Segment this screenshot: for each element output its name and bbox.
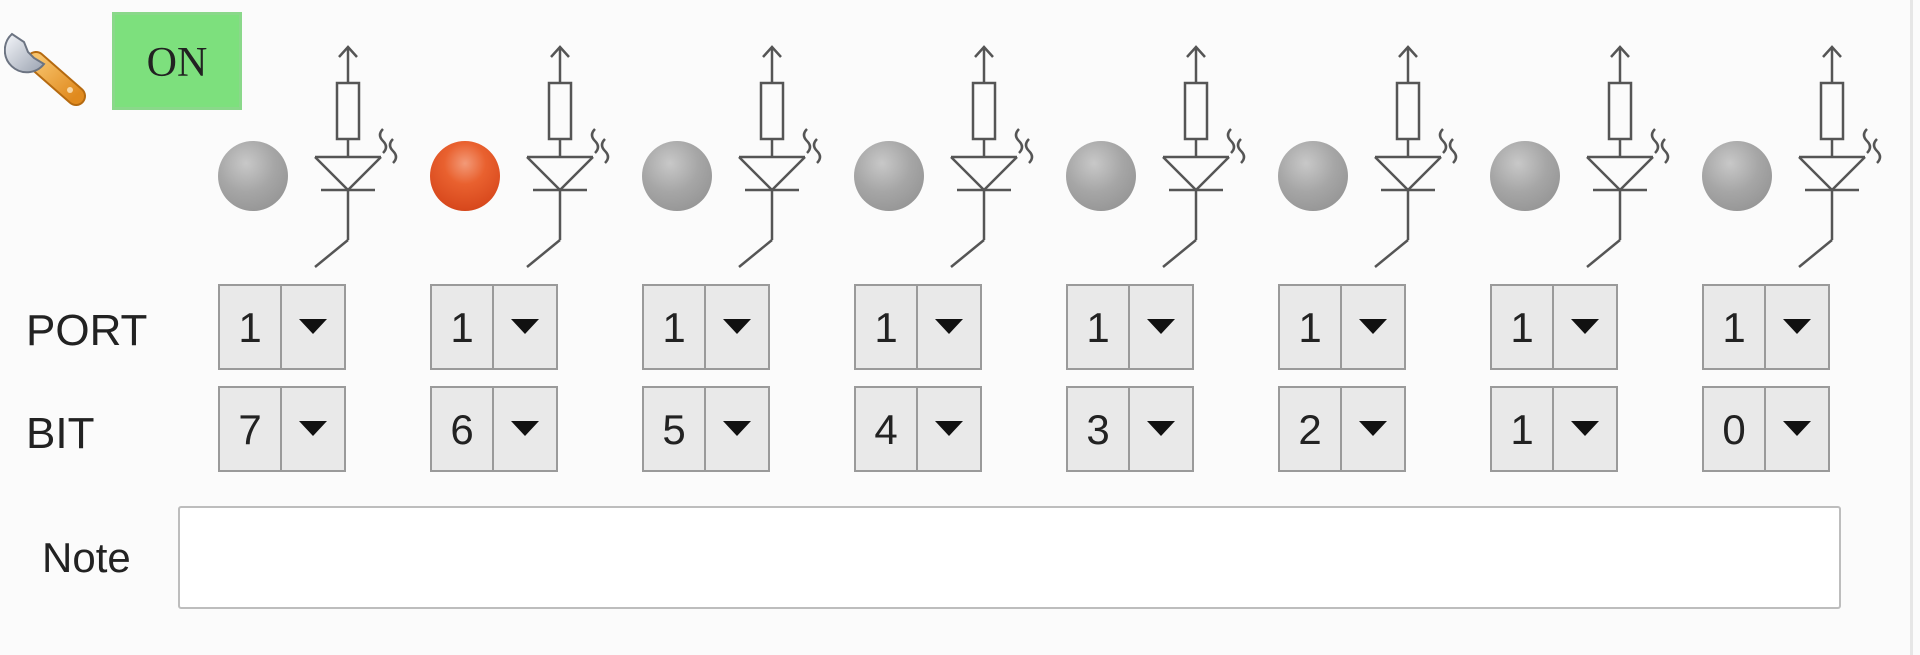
port-select-value: 1	[432, 286, 494, 368]
chevron-down-icon[interactable]	[1554, 286, 1616, 368]
bit-select-value: 1	[1492, 388, 1554, 470]
led-schematic-icon	[1586, 45, 1670, 268]
chevron-down-icon[interactable]	[706, 388, 768, 470]
chevron-down-icon[interactable]	[1766, 286, 1828, 368]
chevron-down-icon[interactable]	[282, 388, 344, 470]
port-select[interactable]: 1	[854, 284, 982, 370]
port-select-value: 1	[644, 286, 706, 368]
bit-select-value: 0	[1704, 388, 1766, 470]
led-indicator	[1490, 141, 1560, 211]
bit-select[interactable]: 7	[218, 386, 346, 472]
bit-select-value: 5	[644, 388, 706, 470]
led-schematic-icon	[1162, 45, 1246, 268]
note-input[interactable]	[178, 506, 1841, 609]
power-toggle-label: ON	[146, 40, 208, 86]
bit-row-label: BIT	[26, 409, 95, 458]
port-select-value: 1	[856, 286, 918, 368]
chevron-down-icon[interactable]	[918, 286, 980, 368]
port-select[interactable]: 1	[1490, 284, 1618, 370]
led-schematic-icon	[1374, 45, 1458, 268]
chevron-down-icon[interactable]	[1766, 388, 1828, 470]
led-indicator	[1702, 141, 1772, 211]
chevron-down-icon[interactable]	[494, 388, 556, 470]
port-select-value: 1	[220, 286, 282, 368]
chevron-down-icon[interactable]	[1554, 388, 1616, 470]
led-schematic-icon	[738, 45, 822, 268]
bit-select-value: 7	[220, 388, 282, 470]
port-select-value: 1	[1492, 286, 1554, 368]
bit-select-value: 2	[1280, 388, 1342, 470]
chevron-down-icon[interactable]	[1342, 388, 1404, 470]
port-select-value: 1	[1280, 286, 1342, 368]
chevron-down-icon[interactable]	[1130, 286, 1192, 368]
wrench-icon[interactable]	[4, 28, 88, 108]
chevron-down-icon[interactable]	[282, 286, 344, 368]
bit-select[interactable]: 0	[1702, 386, 1830, 472]
port-select[interactable]: 1	[1066, 284, 1194, 370]
chevron-down-icon[interactable]	[1342, 286, 1404, 368]
panel-border	[1910, 0, 1913, 655]
led-schematic-icon	[314, 45, 398, 268]
led-indicator	[1066, 141, 1136, 211]
bit-select[interactable]: 2	[1278, 386, 1406, 472]
port-select[interactable]: 1	[1278, 284, 1406, 370]
chevron-down-icon[interactable]	[1130, 388, 1192, 470]
led-indicator	[854, 141, 924, 211]
bit-select-value: 4	[856, 388, 918, 470]
chevron-down-icon[interactable]	[706, 286, 768, 368]
bit-select-value: 6	[432, 388, 494, 470]
port-select[interactable]: 1	[642, 284, 770, 370]
power-toggle-button[interactable]: ON	[112, 12, 242, 110]
led-indicator	[430, 141, 500, 211]
port-select-value: 1	[1704, 286, 1766, 368]
led-schematic-icon	[950, 45, 1034, 268]
note-label: Note	[42, 534, 131, 581]
port-select[interactable]: 1	[1702, 284, 1830, 370]
led-schematic-icon	[526, 45, 610, 268]
bit-select-value: 3	[1068, 388, 1130, 470]
port-select-value: 1	[1068, 286, 1130, 368]
port-select[interactable]: 1	[218, 284, 346, 370]
bit-select[interactable]: 5	[642, 386, 770, 472]
bit-select[interactable]: 4	[854, 386, 982, 472]
chevron-down-icon[interactable]	[918, 388, 980, 470]
led-indicator	[1278, 141, 1348, 211]
led-schematic-icon	[1798, 45, 1882, 268]
bit-select[interactable]: 1	[1490, 386, 1618, 472]
chevron-down-icon[interactable]	[494, 286, 556, 368]
bit-select[interactable]: 6	[430, 386, 558, 472]
led-indicator	[642, 141, 712, 211]
bit-select[interactable]: 3	[1066, 386, 1194, 472]
port-row-label: PORT	[26, 306, 148, 355]
led-indicator	[218, 141, 288, 211]
port-select[interactable]: 1	[430, 284, 558, 370]
